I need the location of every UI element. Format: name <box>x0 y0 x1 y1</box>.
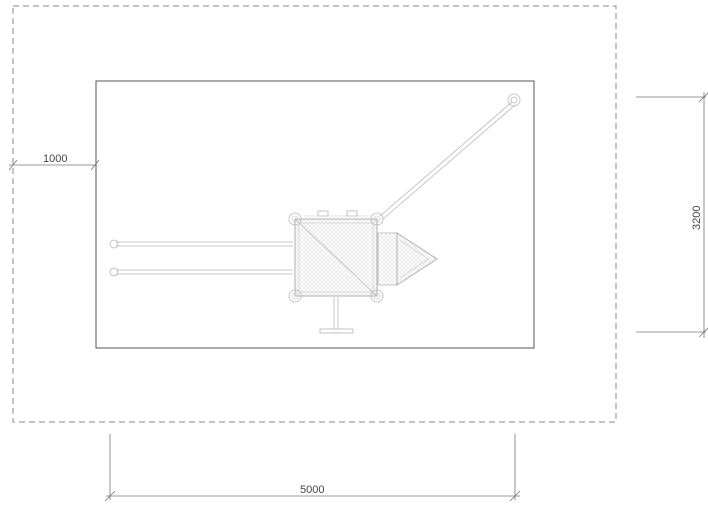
square-platform <box>288 212 384 303</box>
climbing-rope <box>379 93 521 220</box>
dimension-label-width: 5000 <box>300 484 324 496</box>
installation-area-outline <box>95 80 535 349</box>
horizontal-bars <box>109 239 293 277</box>
dimension-label-left-offset: 1000 <box>43 153 67 165</box>
dimension-left-offset: 1000 <box>8 153 100 171</box>
dimension-width: 5000 <box>104 434 521 502</box>
side-net-section <box>377 232 438 286</box>
playground-equipment <box>109 93 521 334</box>
dimension-height: 3200 <box>636 92 708 338</box>
bottom-step <box>319 297 354 334</box>
dimension-label-height: 3200 <box>691 206 703 230</box>
safety-zone-boundary <box>12 5 617 423</box>
platform-top-handles <box>304 210 372 217</box>
